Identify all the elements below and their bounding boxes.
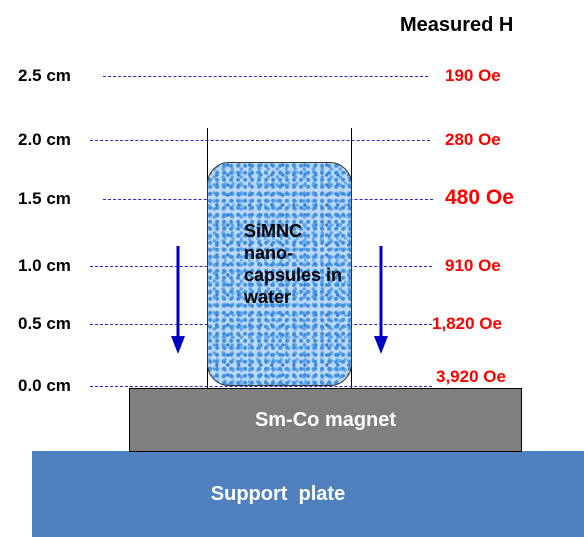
support-plate: Support plate [32,451,584,537]
sample-tube [207,162,352,386]
down-arrow-right-icon [374,246,388,354]
field-value: 280 Oe [445,130,501,149]
height-line-0-0 [90,386,432,387]
field-value: 3,920 Oe [436,367,506,386]
height-label: 2.0 cm [18,130,71,149]
down-arrow-left-icon [171,246,185,354]
sample-label: SiMNC nano-capsules in water [244,221,343,307]
field-value: 1,820 Oe [432,314,502,333]
field-value: 480 Oe [445,186,514,209]
height-label: 1.5 cm [18,189,71,208]
support-plate-label: Support plate [210,482,346,505]
height-label: 0.0 cm [18,376,71,395]
field-value: 190 Oe [445,66,501,85]
measured-h-header: Measured H [400,14,514,36]
height-line-2-5 [103,76,428,77]
magnet-label: Sm-Co magnet [254,408,397,431]
height-label: 1.0 cm [18,256,71,275]
height-line-2-0 [90,140,430,141]
height-label: 2.5 cm [18,66,71,85]
sm-co-magnet: Sm-Co magnet [129,388,522,452]
field-value: 910 Oe [445,256,501,275]
height-label: 0.5 cm [18,314,71,333]
